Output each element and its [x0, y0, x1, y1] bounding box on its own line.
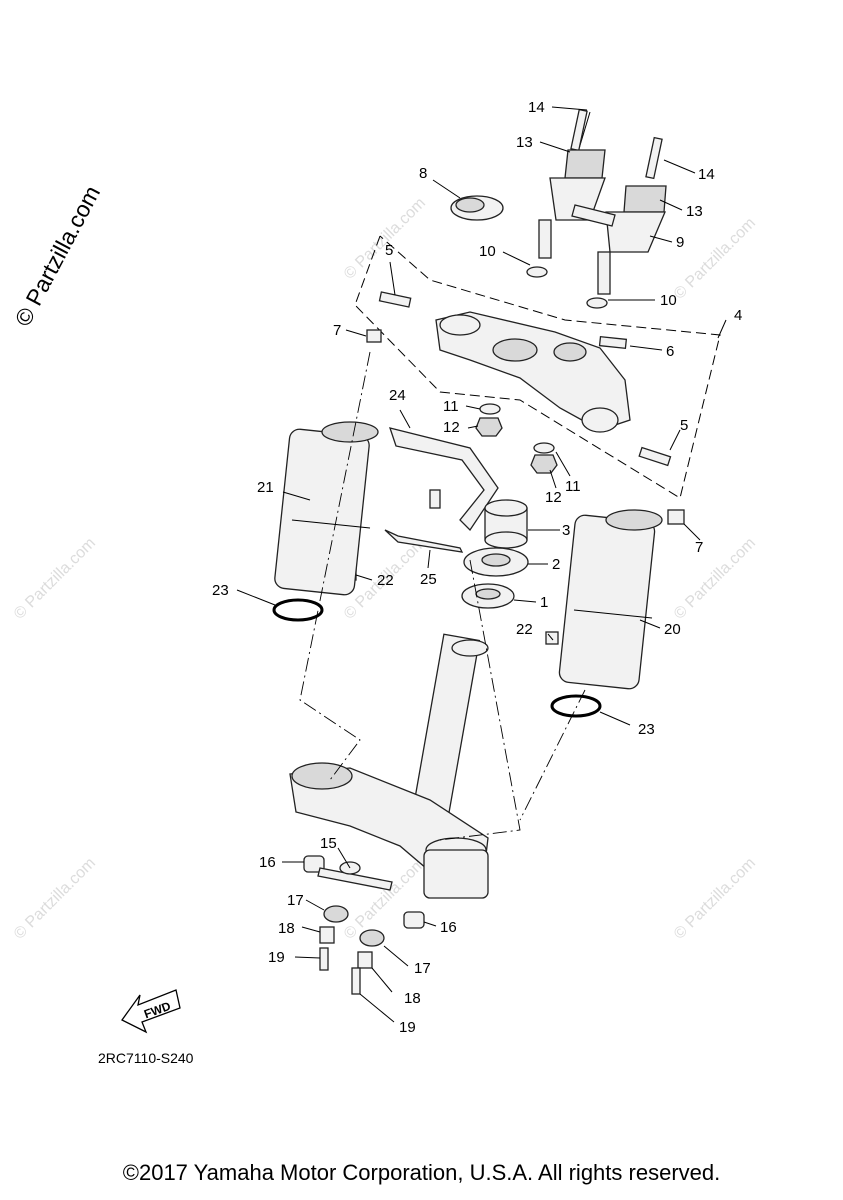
callout-11b: 11 — [565, 478, 581, 495]
collar-16b — [403, 911, 425, 929]
bolt-5-lower — [638, 446, 672, 467]
upper-bracket — [435, 311, 631, 433]
callout-25: 25 — [420, 571, 437, 588]
callout-10b: 10 — [660, 292, 677, 309]
fork-tube-21 — [274, 421, 379, 596]
collar-16a — [303, 855, 325, 873]
callout-9: 9 — [676, 234, 684, 251]
callout-12a: 12 — [443, 419, 460, 436]
damper-17b — [359, 929, 385, 947]
bracket-15 — [317, 867, 393, 891]
callout-7a: 7 — [333, 322, 341, 339]
handlebar-holder-right — [571, 136, 667, 295]
faint-watermark: © Partzilla.com — [671, 535, 759, 623]
callout-leaders — [236, 106, 727, 1023]
callout-1: 1 — [540, 594, 548, 611]
nut-12a — [475, 417, 503, 437]
callout-8: 8 — [419, 165, 427, 182]
bolt-5-upper — [378, 291, 412, 308]
seal-2 — [463, 547, 529, 577]
callout-22a: 22 — [377, 572, 394, 589]
collar-7b — [667, 509, 685, 525]
callout-14a: 14 — [528, 99, 545, 116]
callout-7b: 7 — [695, 539, 703, 556]
under-bracket — [289, 633, 489, 899]
diagram-code: 2RC7110-S240 — [98, 1050, 194, 1066]
bolt-19a — [319, 947, 329, 971]
assembly-guide-line — [299, 351, 371, 781]
forward-arrow-icon: FWD — [121, 989, 181, 1034]
o-ring-23a — [272, 598, 324, 622]
callout-19b: 19 — [399, 1019, 416, 1036]
assembly-guide-line — [519, 689, 586, 821]
bearing-1 — [461, 583, 515, 609]
collar-7a — [366, 329, 382, 343]
assembly-guide-line — [439, 559, 521, 841]
callout-4: 4 — [734, 307, 742, 324]
cable-tie-25 — [384, 529, 464, 553]
callout-17b: 17 — [414, 960, 431, 977]
faint-watermark: © Partzilla.com — [671, 215, 759, 303]
copyright-notice: ©2017 Yamaha Motor Corporation, U.S.A. A… — [122, 1160, 721, 1185]
callout-17a: 17 — [287, 892, 304, 909]
callout-15: 15 — [320, 835, 337, 852]
spacer-18a — [319, 926, 335, 944]
assembly-boundary-dashed — [354, 235, 721, 499]
callout-6: 6 — [666, 343, 674, 360]
callout-21: 21 — [257, 479, 274, 496]
faint-watermark: © Partzilla.com — [671, 855, 759, 943]
faint-watermark: © Partzilla.com — [341, 195, 429, 283]
callout-5a: 5 — [385, 242, 393, 259]
callout-14b: 14 — [698, 166, 715, 183]
callout-16a: 16 — [259, 854, 276, 871]
faint-watermark: © Partzilla.com — [11, 855, 99, 943]
callout-18a: 18 — [278, 920, 295, 937]
washer-10b — [586, 297, 608, 309]
callout-20: 20 — [664, 621, 681, 638]
callout-13a: 13 — [516, 134, 533, 151]
callout-13b: 13 — [686, 203, 703, 220]
handlebar-holder-left — [538, 108, 606, 259]
callout-22b: 22 — [516, 621, 533, 638]
nut-12b — [530, 454, 558, 474]
cap-8 — [450, 195, 504, 221]
fork-tube-20 — [558, 509, 663, 690]
washer-11b — [533, 442, 555, 454]
callout-5b: 5 — [680, 417, 688, 434]
bracket-24 — [389, 409, 499, 532]
callout-23b: 23 — [638, 721, 655, 738]
callout-11a: 11 — [443, 398, 459, 415]
washer-11a — [479, 403, 501, 415]
spacer-18b — [357, 951, 373, 969]
callout-19a: 19 — [268, 949, 285, 966]
callout-18b: 18 — [404, 990, 421, 1007]
callout-10a: 10 — [479, 243, 496, 260]
callout-23a: 23 — [212, 582, 229, 599]
damper-17a — [323, 905, 349, 923]
callout-2: 2 — [552, 556, 560, 573]
callout-16b: 16 — [440, 919, 457, 936]
screw-22b — [545, 631, 559, 645]
o-ring-23b — [550, 694, 602, 718]
callout-12b: 12 — [545, 489, 562, 506]
callout-3: 3 — [562, 522, 570, 539]
faint-watermark: © Partzilla.com — [11, 535, 99, 623]
watermark-main: © Partzilla.com — [9, 181, 105, 330]
collar-3 — [484, 499, 528, 549]
callout-labels: 14 13 14 13 8 9 10 10 5 4 6 7 11 12 11 1… — [212, 99, 742, 1036]
callout-24: 24 — [389, 387, 406, 404]
washer-10a — [526, 266, 548, 278]
bolt-19b — [351, 967, 361, 995]
